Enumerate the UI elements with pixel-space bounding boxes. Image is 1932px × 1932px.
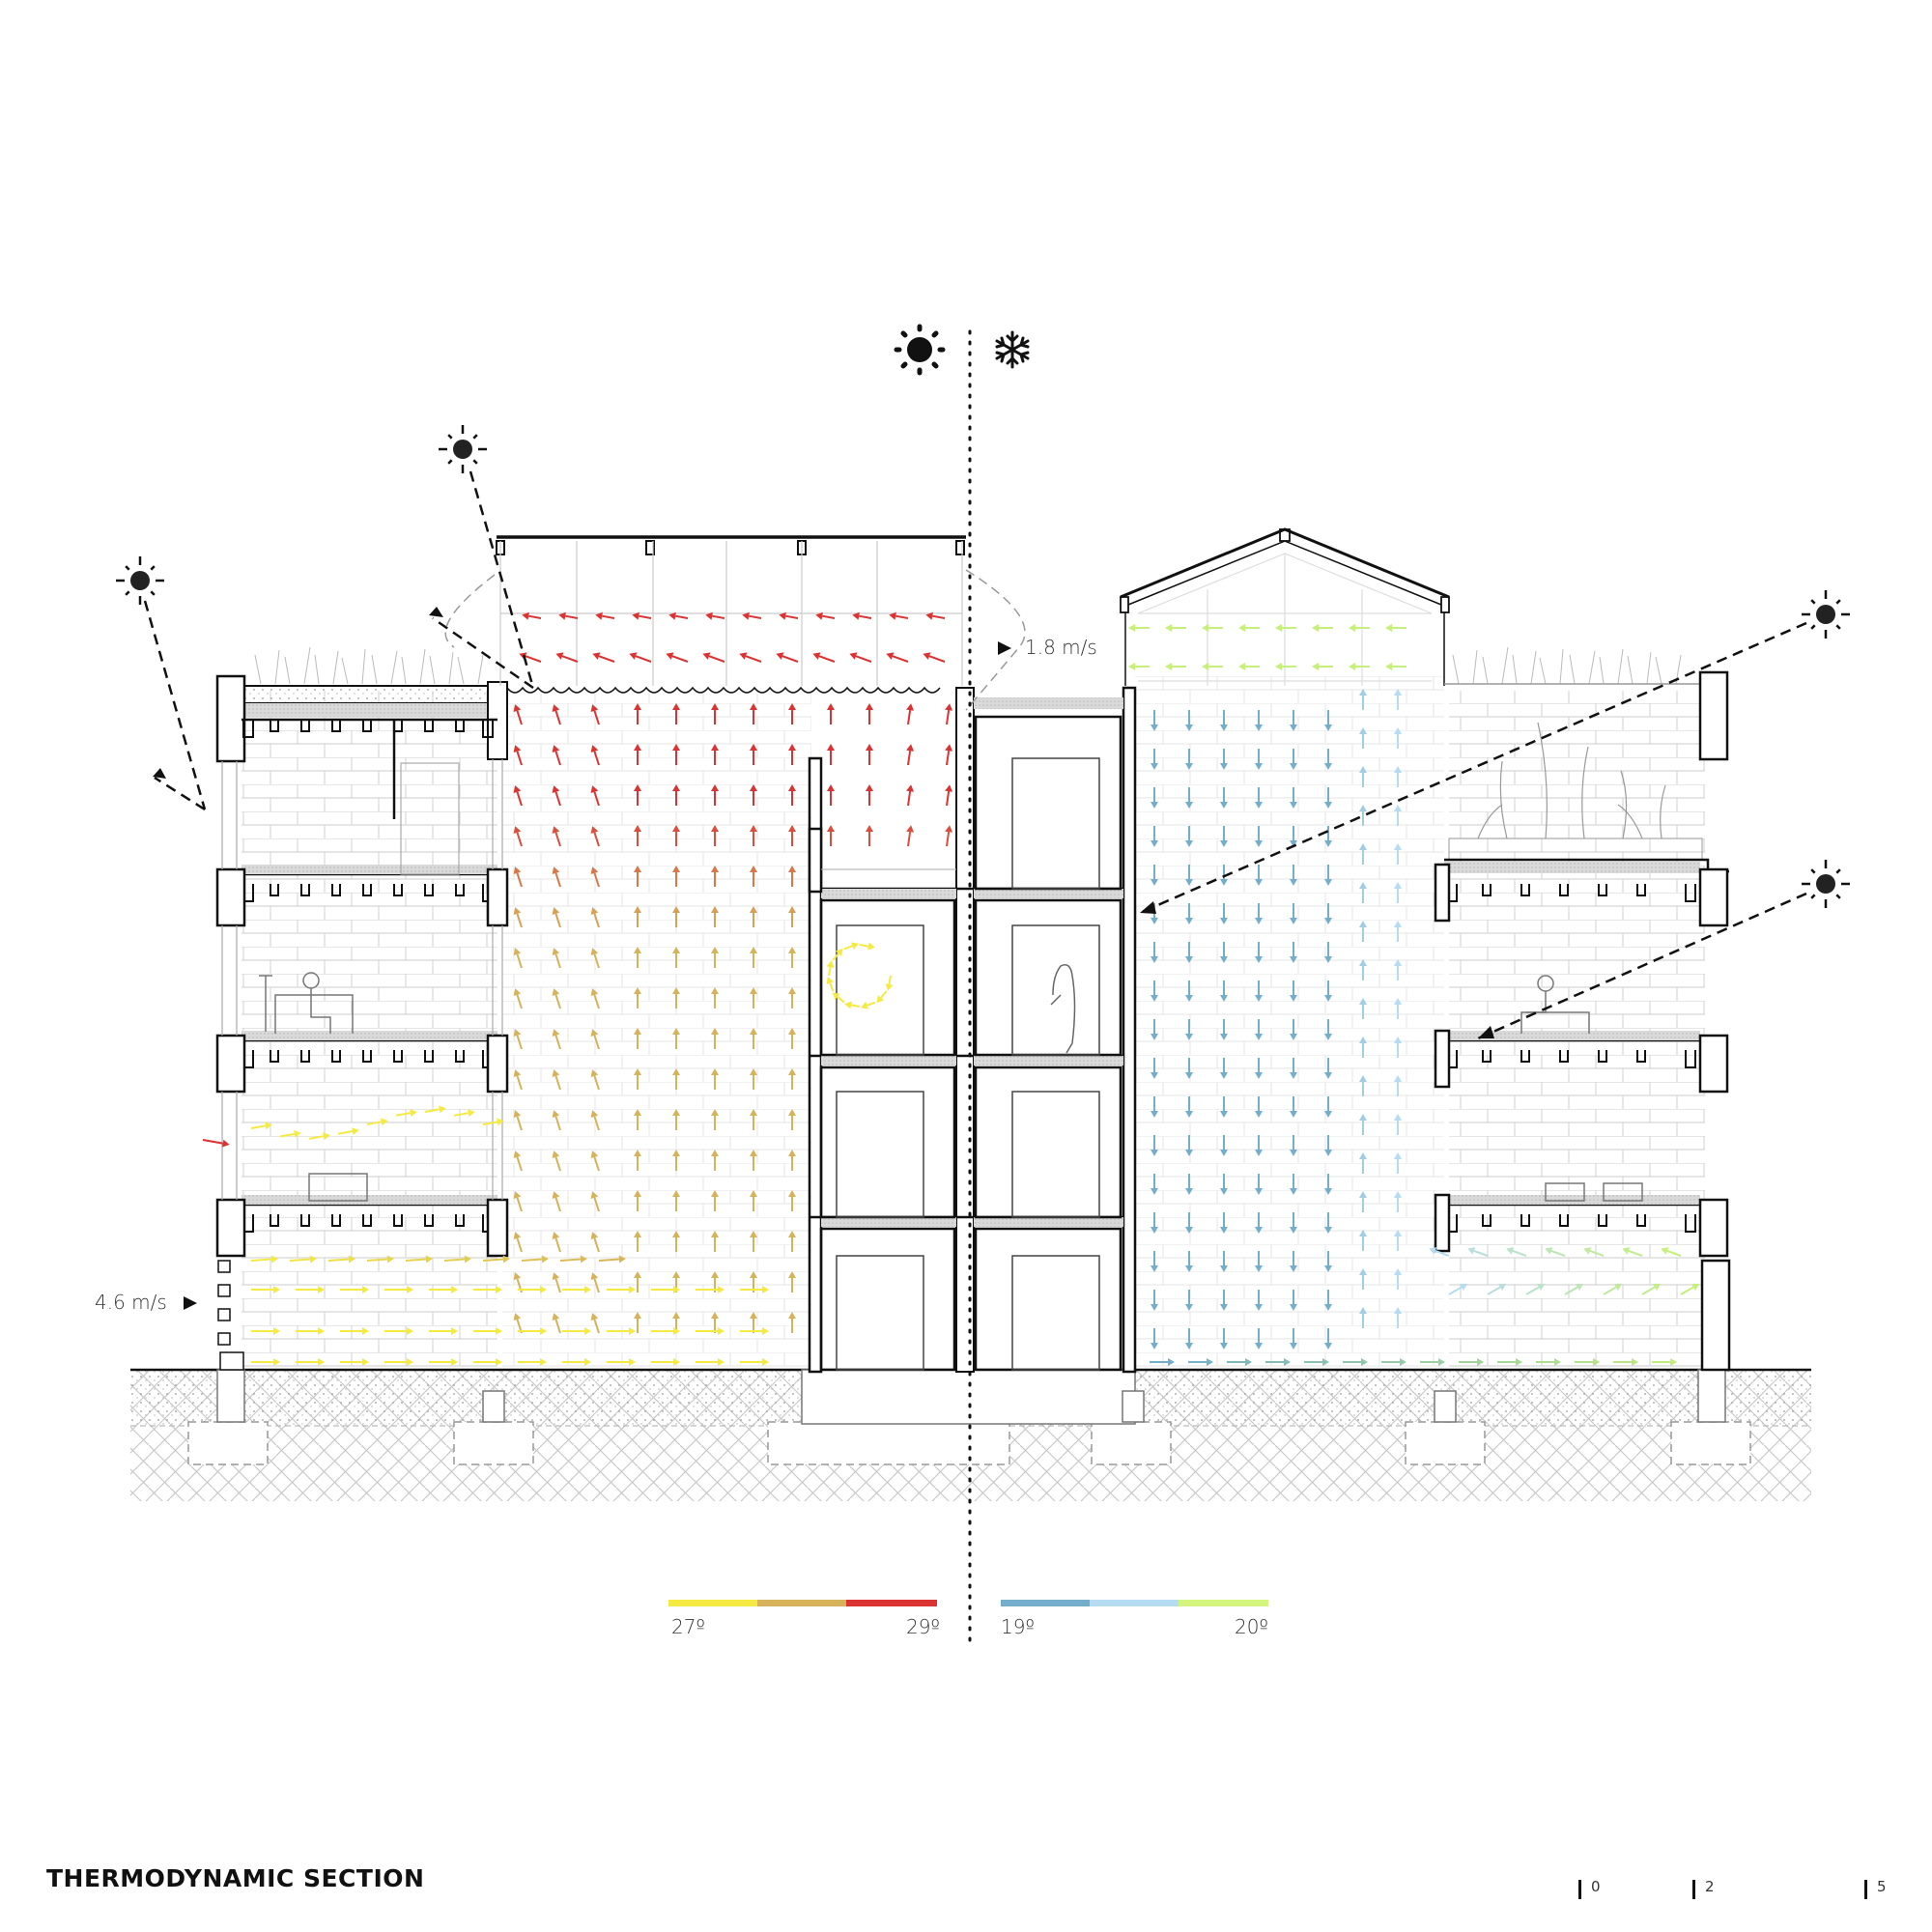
sun-icon (116, 556, 164, 605)
sun-icon (1802, 590, 1850, 639)
roof-wind-speed-label: 1.8 m/s (1025, 636, 1097, 659)
scale-label-2: 2 (1705, 1878, 1715, 1895)
warm-min-label: 27º (671, 1615, 705, 1638)
airflow-vector-field (202, 611, 1700, 1366)
sun-icon (439, 425, 487, 473)
scale-label-0: 0 (1591, 1878, 1601, 1895)
atrium-glass-roof (496, 535, 966, 694)
scale-tick (1692, 1880, 1695, 1899)
snowflake-icon (995, 330, 1030, 369)
left-wing (215, 646, 509, 1371)
right-wing (1434, 646, 1731, 1372)
sun-ray-arrowheads (153, 607, 1494, 1038)
play-triangle-icon (184, 1296, 197, 1310)
atrium-gable-roof (1120, 527, 1450, 686)
sun-icon (894, 324, 946, 376)
warm-max-label: 29º (906, 1615, 940, 1638)
vent-opening-arc (965, 569, 1026, 711)
play-triangle-icon (998, 641, 1011, 655)
scale-label-5: 5 (1877, 1878, 1887, 1895)
sun-rays (143, 470, 1807, 1040)
scale-tick (1578, 1880, 1581, 1899)
temperature-legend (668, 1600, 1268, 1606)
drawing-title: THERMODYNAMIC SECTION (46, 1864, 425, 1892)
cool-min-label: 19º (1001, 1615, 1035, 1638)
ground-wind-speed-label: 4.6 m/s (95, 1291, 167, 1314)
building-interior (242, 676, 1705, 1367)
cool-max-label: 20º (1235, 1615, 1268, 1638)
central-core (808, 686, 1137, 1374)
sun-icon (1802, 860, 1850, 908)
vent-opening-arc (444, 574, 496, 648)
scale-tick (1864, 1880, 1867, 1899)
ground (130, 1368, 1811, 1501)
